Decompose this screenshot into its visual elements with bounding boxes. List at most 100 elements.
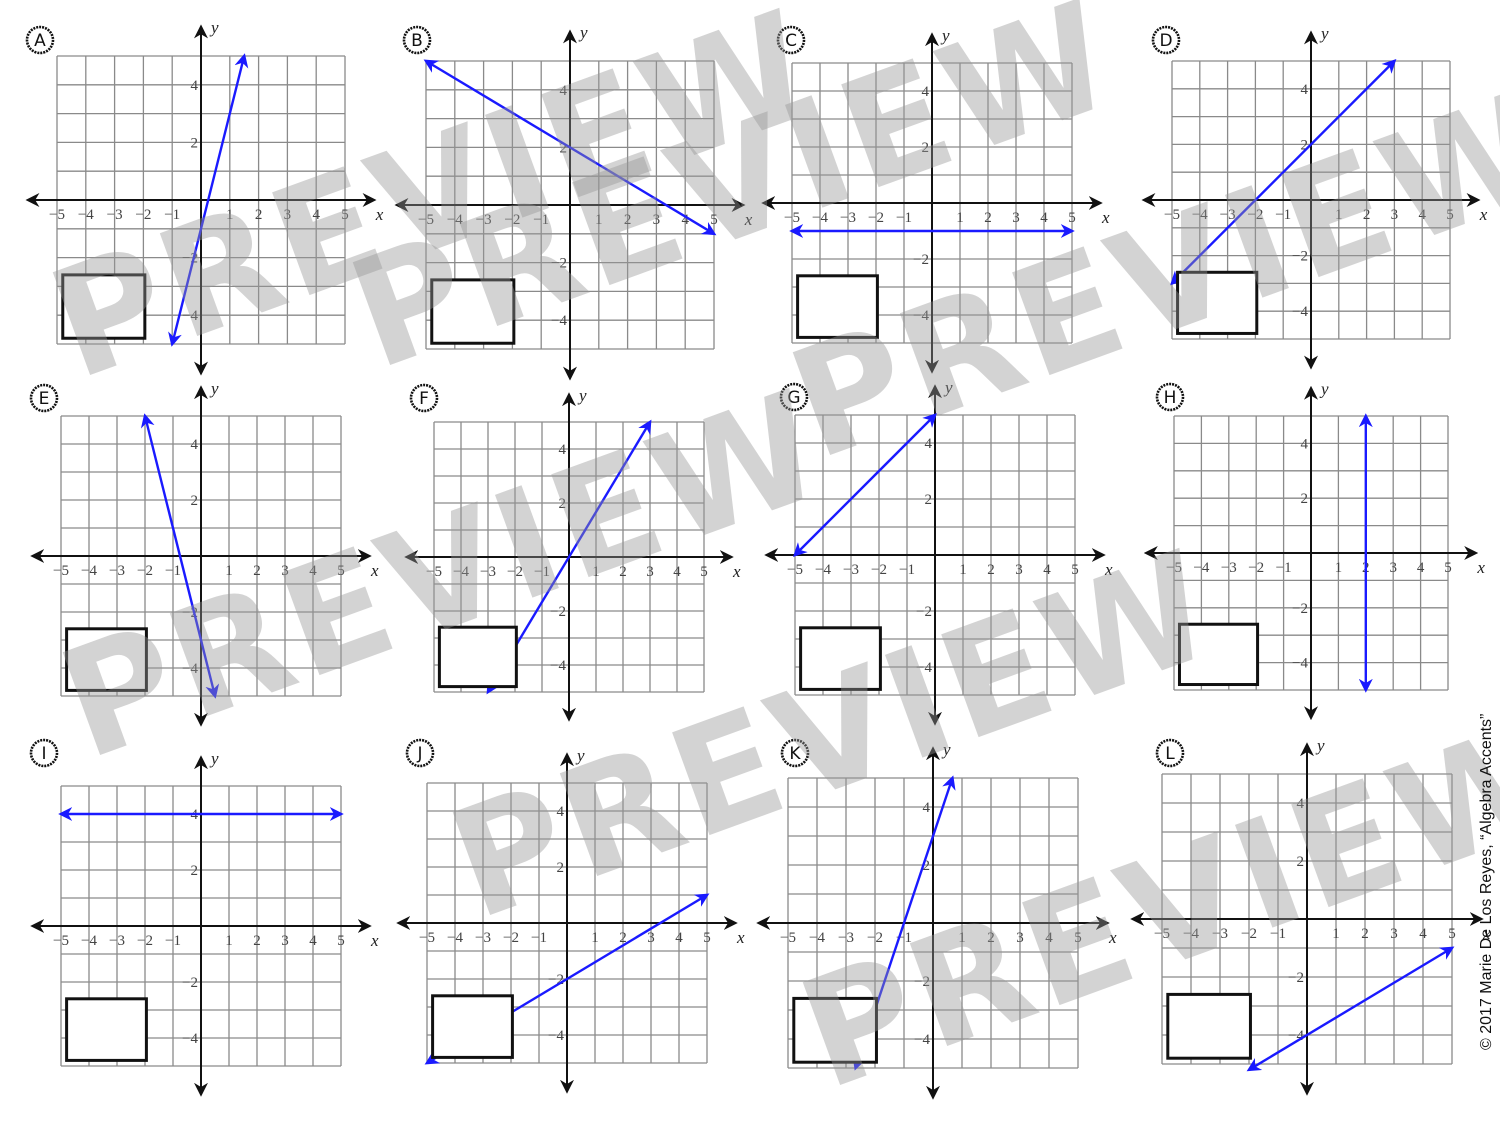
answer-box[interactable]	[61, 273, 147, 340]
answer-box[interactable]	[792, 996, 878, 1064]
panel-label-badge: I	[29, 738, 59, 768]
x-tick-label: 3	[1389, 560, 1397, 576]
x-tick-label: 5	[700, 564, 708, 580]
y-tick-label: −4	[182, 661, 198, 677]
y-tick-label: 2	[922, 140, 930, 156]
panel-label-badge: F	[409, 383, 439, 413]
y-axis-label: y	[943, 378, 953, 397]
y-tick-label: 2	[557, 860, 565, 876]
answer-box[interactable]	[437, 625, 518, 689]
x-tick-label: 1	[226, 207, 234, 223]
x-axis-label: x	[1101, 208, 1110, 227]
y-tick-label: −2	[551, 256, 567, 272]
y-tick-label: −2	[1288, 970, 1304, 986]
answer-box[interactable]	[1177, 622, 1260, 687]
panel-label: L	[1165, 744, 1175, 764]
answer-box[interactable]	[796, 274, 879, 339]
y-axis-label: y	[577, 386, 587, 405]
x-tick-label: 4	[309, 933, 317, 949]
x-tick-label: 5	[1071, 562, 1079, 578]
y-axis-label: y	[578, 23, 588, 42]
graphed-line	[423, 59, 717, 236]
y-tick-label: −2	[182, 975, 198, 991]
y-tick-label: −4	[1292, 304, 1308, 320]
y-axis-label: y	[1319, 24, 1329, 43]
x-axis-label: x	[1479, 205, 1488, 224]
y-axis-label: y	[575, 746, 585, 765]
x-tick-label: −2	[868, 210, 884, 226]
x-tick-label: −3	[1221, 560, 1237, 576]
x-tick-label: −1	[164, 207, 180, 223]
y-tick-label: −4	[550, 658, 566, 674]
x-tick-label: 4	[309, 563, 317, 579]
y-tick-label: 2	[559, 496, 567, 512]
y-tick-label: 2	[1297, 854, 1305, 870]
answer-box[interactable]	[65, 627, 148, 692]
x-axis-label: x	[732, 562, 741, 581]
x-tick-label: 1	[595, 212, 603, 228]
answer-box[interactable]	[799, 626, 882, 691]
y-axis-label: y	[1319, 380, 1329, 399]
x-tick-label: 3	[646, 564, 654, 580]
x-axis-label: x	[1104, 560, 1113, 579]
x-axis-label: x	[1476, 558, 1485, 577]
x-tick-label: −2	[135, 207, 151, 223]
answer-box[interactable]	[65, 997, 148, 1062]
x-tick-label: −1	[533, 212, 549, 228]
x-tick-label: −2	[503, 930, 519, 946]
panel-label: C	[785, 31, 797, 51]
y-tick-label: −2	[550, 604, 566, 620]
x-tick-label: −3	[476, 212, 492, 228]
x-tick-label: −3	[107, 207, 123, 223]
x-tick-label: −3	[475, 930, 491, 946]
x-tick-label: −3	[480, 564, 496, 580]
graphed-line	[140, 413, 220, 699]
answer-box[interactable]	[1166, 992, 1252, 1060]
x-tick-label: −5	[1154, 926, 1170, 942]
x-tick-label: −1	[1270, 926, 1286, 942]
y-tick-label: −2	[1292, 601, 1308, 617]
x-tick-label: 2	[987, 562, 995, 578]
panel-label-badge: D	[1151, 25, 1181, 55]
x-tick-label: −3	[838, 930, 854, 946]
y-tick-label: −2	[913, 252, 929, 268]
x-tick-label: 1	[958, 930, 966, 946]
answer-box[interactable]	[1176, 270, 1259, 335]
answer-box[interactable]	[430, 278, 516, 345]
x-tick-label: 2	[984, 210, 992, 226]
y-axis-label: y	[209, 749, 219, 768]
graphed-line	[1246, 946, 1455, 1072]
x-axis-label: x	[744, 210, 753, 229]
y-tick-label: 4	[923, 800, 931, 816]
x-tick-label: 3	[1390, 926, 1398, 942]
y-tick-label: 2	[1301, 491, 1309, 507]
x-tick-label: 5	[703, 930, 711, 946]
x-tick-label: 3	[284, 207, 292, 223]
panel-label-badge: E	[29, 383, 59, 413]
panel-label-badge: K	[780, 738, 810, 768]
y-tick-label: −2	[1292, 249, 1308, 265]
x-tick-label: 4	[1418, 207, 1426, 223]
x-tick-label: −4	[1183, 926, 1199, 942]
answer-box[interactable]	[431, 994, 514, 1059]
x-tick-label: −5	[426, 564, 442, 580]
x-tick-label: 4	[1045, 930, 1053, 946]
y-tick-label: 4	[559, 442, 567, 458]
x-axis-label: x	[370, 561, 379, 580]
x-tick-label: 1	[592, 564, 600, 580]
panel-label: B	[411, 31, 423, 51]
x-tick-label: 5	[337, 563, 345, 579]
x-axis-label: x	[1108, 928, 1117, 947]
x-tick-label: 4	[312, 207, 320, 223]
x-tick-label: −4	[81, 933, 97, 949]
